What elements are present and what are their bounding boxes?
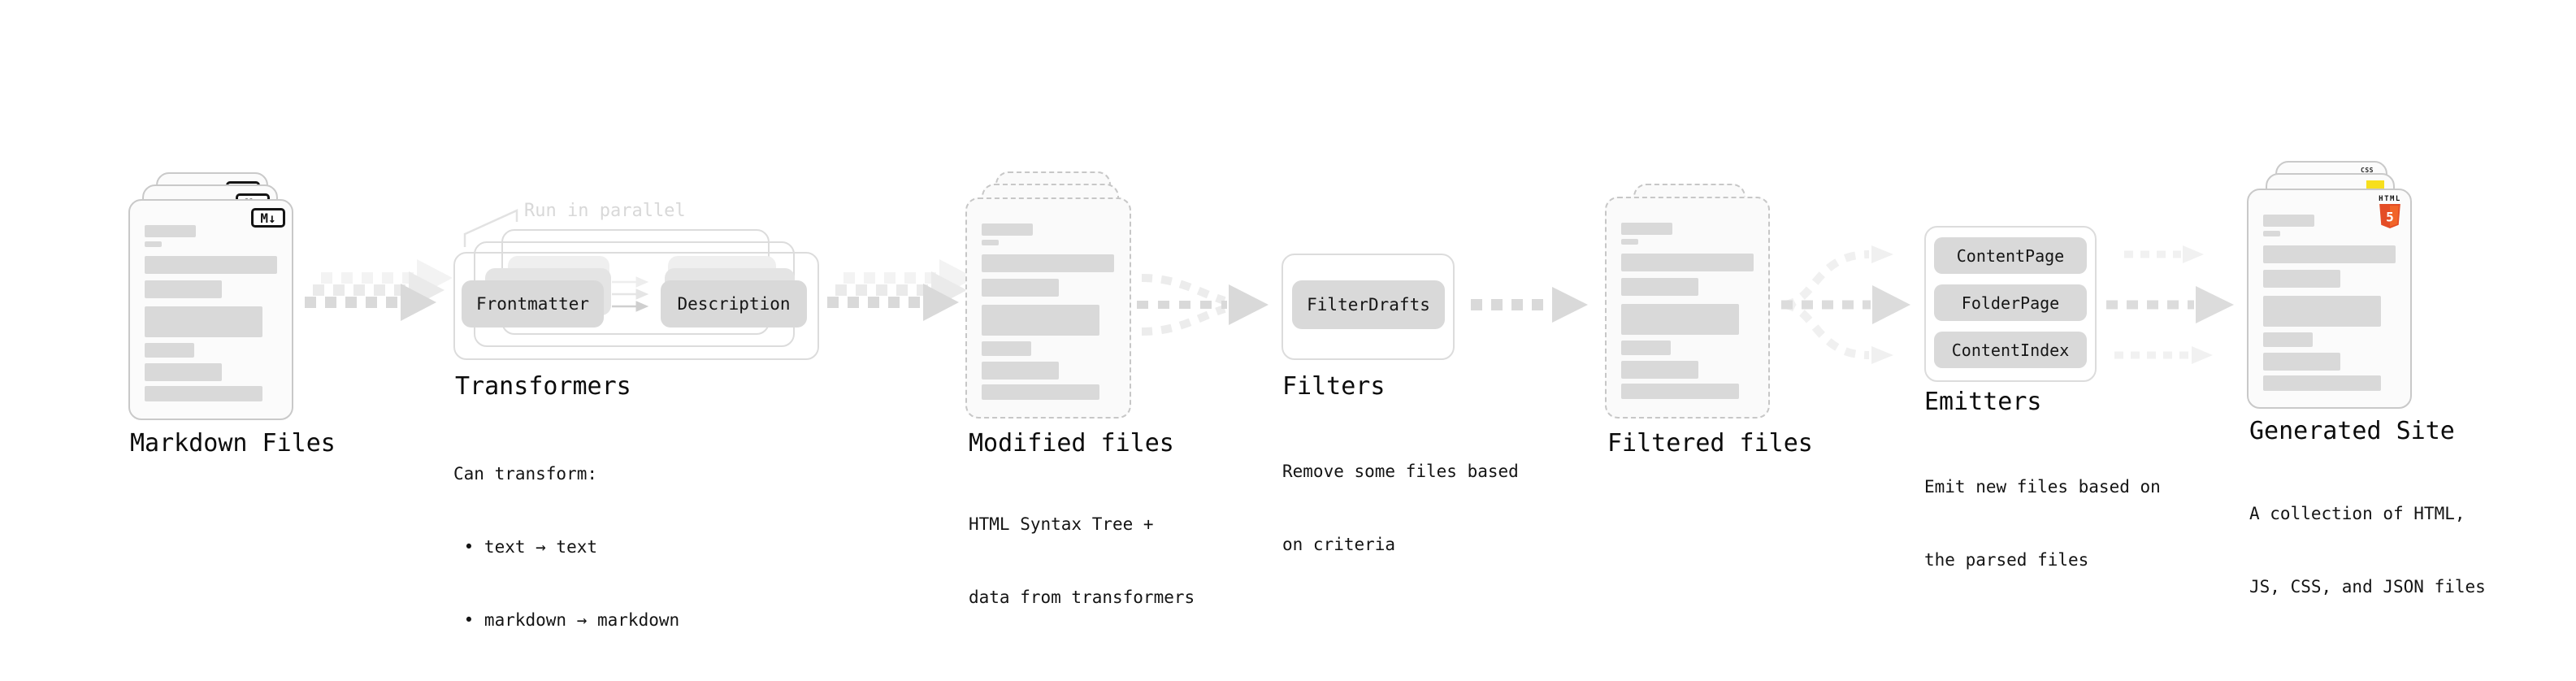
placeholder-text-bar [982,341,1031,356]
generated-desc-line: A collection of HTML, [2249,504,2465,523]
arrow-filtered-to-emitters-diverge [1781,245,1910,364]
emitters-description: Emit new files based on the parsed files [1924,426,2161,621]
placeholder-text-bar [145,256,277,274]
transformers-description: Can transform: • text → text • markdown … [453,413,679,681]
contentindex-chip: ContentIndex [1934,332,2087,368]
emitters-label: Emitters [1924,388,2042,416]
modified-desc-line: data from transformers [969,588,1195,607]
markdown-files-label: Markdown Files [130,429,336,458]
placeholder-text-bar [2263,215,2314,227]
placeholder-text-bar [145,225,196,237]
placeholder-text-bar [982,279,1059,297]
placeholder-text-bar [982,240,999,245]
css-badge-text: CSS [2361,167,2374,174]
transformers-desc-line: • markdown → markdown [453,610,680,630]
placeholder-text-bar [1621,361,1698,379]
description-chip: Description [661,280,807,327]
filtered-file-card-front [1605,197,1770,419]
placeholder-text-bar [1621,239,1638,245]
placeholder-text-bar [2263,245,2396,263]
placeholder-text-bar [145,363,222,381]
placeholder-text-bar [2263,231,2280,236]
placeholder-text-bar [2263,270,2340,288]
generated-site-label: Generated Site [2249,417,2455,445]
emitters-desc-line: the parsed files [1924,550,2089,570]
arrow-transformers-to-modified [827,259,975,321]
placeholder-text-bar [982,223,1033,236]
filters-desc-line: on criteria [1282,535,1396,554]
html5-shield: 5 [2379,204,2400,228]
placeholder-text-bar [1621,384,1739,399]
placeholder-text-bar [2263,296,2381,327]
placeholder-text-bar [1621,278,1698,296]
transformers-label: Transformers [455,372,631,401]
arrow-markdown-to-transformers [305,259,453,321]
placeholder-text-bar [145,306,262,337]
filterdrafts-chip: FilterDrafts [1292,280,1445,329]
filters-label: Filters [1282,372,1386,401]
placeholder-text-bar [2263,375,2381,391]
placeholder-text-bar [1621,254,1754,271]
arrow-emitters-to-generated [2106,245,2234,364]
markdown-badge-text: M↓ [260,210,276,226]
markdown-file-card-front: M↓ [128,199,293,420]
filters-desc-line: Remove some files based [1282,462,1519,481]
placeholder-text-bar [1621,340,1671,355]
generated-site-description: A collection of HTML, JS, CSS, and JSON … [2249,453,2486,648]
placeholder-text-bar [145,280,222,298]
placeholder-text-bar [982,305,1099,336]
markdown-icon: M↓ [251,208,285,228]
html5-number: 5 [2386,209,2394,224]
generated-file-card-html: HTML 5 [2247,189,2412,409]
modified-files-label: Modified files [969,429,1174,458]
placeholder-text-bar [145,241,162,247]
placeholder-text-bar [2263,332,2313,347]
placeholder-text-bar [982,254,1114,272]
html5-word-text: HTML [2379,195,2401,203]
transformer-frame-front [453,252,819,360]
placeholder-text-bar [145,386,262,401]
frontmatter-chip: Frontmatter [462,280,604,327]
emitters-desc-line: Emit new files based on [1924,477,2161,497]
placeholder-text-bar [1621,304,1739,335]
filtered-files-label: Filtered files [1607,429,1813,458]
contentpage-chip: ContentPage [1934,237,2087,274]
modified-desc-line: HTML Syntax Tree + [969,514,1154,534]
filters-frame [1281,254,1455,360]
folderpage-chip: FolderPage [1934,284,2087,321]
placeholder-text-bar [982,384,1099,400]
placeholder-text-bar [982,362,1059,380]
placeholder-text-bar [2263,353,2340,371]
arrow-modified-to-filters-merge [1137,274,1268,336]
filters-description: Remove some files based on criteria [1282,410,1519,605]
transformers-desc-line: • text → text [453,537,598,557]
run-in-parallel-note: Run in parallel [524,201,686,221]
parallel-mini-arrows [612,276,649,312]
arrow-filters-to-filtered [1471,287,1588,323]
modified-files-description: HTML Syntax Tree + data from transformer… [969,463,1195,658]
placeholder-text-bar [145,343,194,358]
html5-icon: HTML 5 [2377,195,2403,232]
generated-desc-line: JS, CSS, and JSON files [2249,577,2486,596]
emitters-frame [1924,226,2097,382]
note-callout-line [463,209,518,247]
placeholder-text-bar [1621,223,1672,235]
modified-file-card-front [965,197,1131,419]
transformers-desc-line: Can transform: [453,464,598,484]
